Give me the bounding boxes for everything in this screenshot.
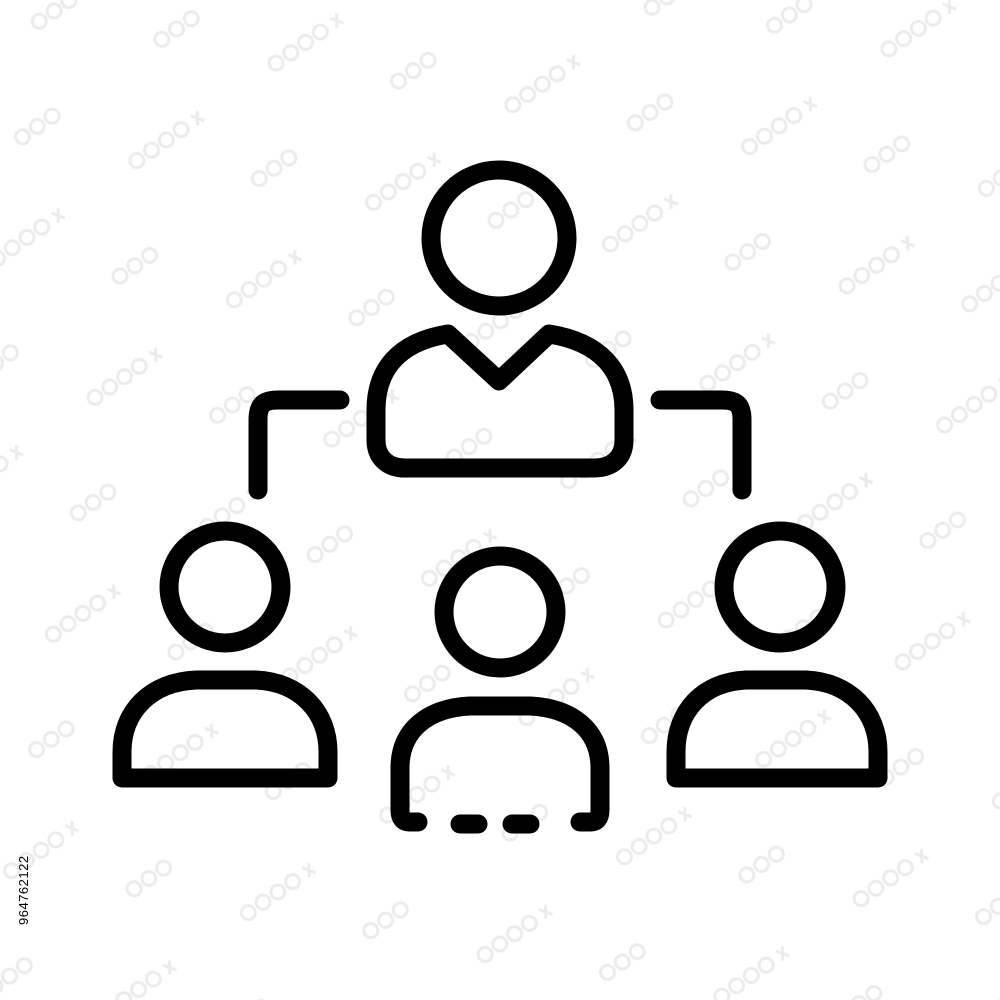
center-member-head xyxy=(434,546,566,678)
leader-head xyxy=(421,160,577,316)
leader-person-icon xyxy=(366,160,634,478)
left-member-person-icon xyxy=(112,521,338,788)
left-member-body xyxy=(112,670,338,788)
right-member-person-icon xyxy=(666,521,888,788)
right-connector-line xyxy=(650,390,752,500)
left-connector-line xyxy=(248,390,350,500)
right-member-body xyxy=(666,670,888,788)
center-member-person-icon xyxy=(390,546,610,834)
leader-body xyxy=(366,324,634,478)
left-member-head xyxy=(159,521,291,653)
right-member-head xyxy=(714,521,846,653)
image-id-label: 964762122 xyxy=(16,855,31,925)
center-member-body xyxy=(390,696,610,832)
